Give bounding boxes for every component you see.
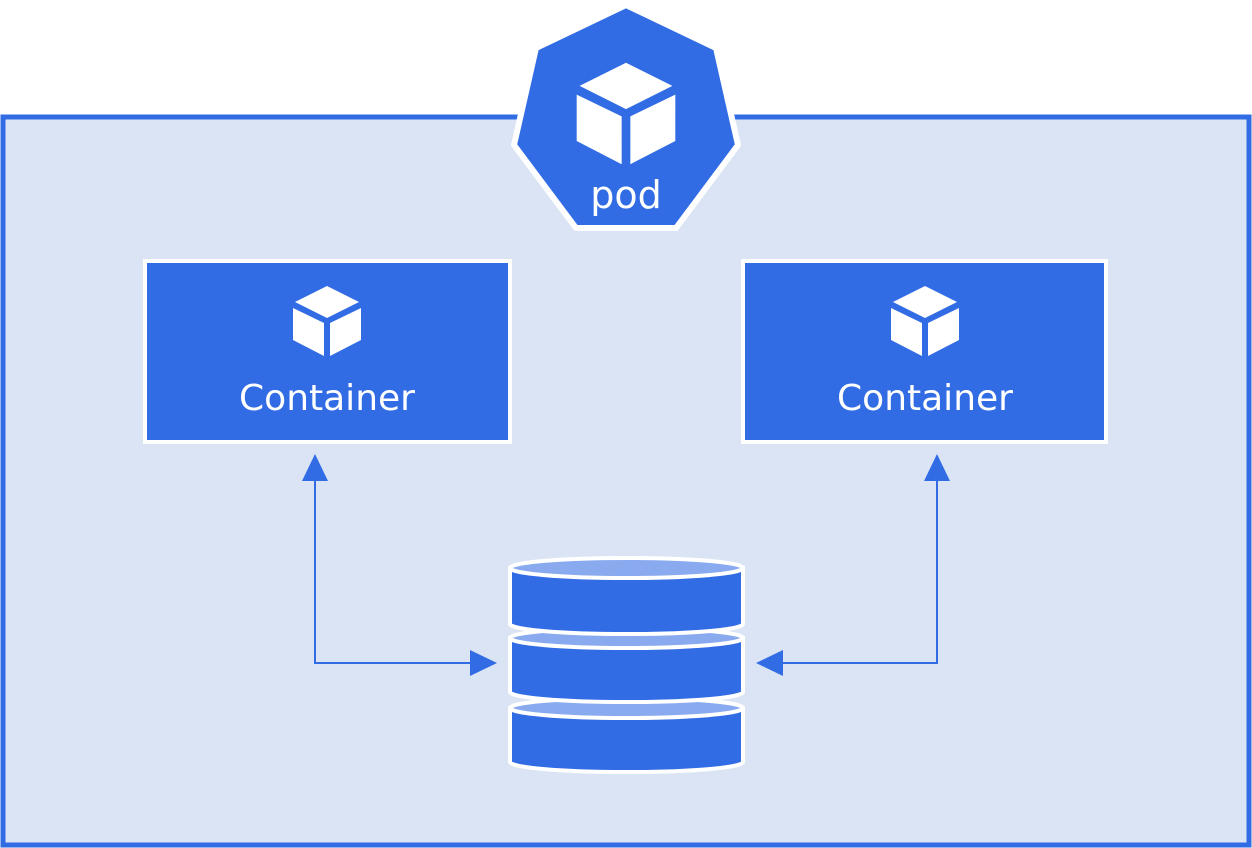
container-box-left: Container [143,259,512,444]
arrow-left-icon [756,650,783,676]
container-label-left: Container [239,378,415,419]
database-icon [508,556,745,775]
container-box-right: Container [741,259,1108,444]
arrow-right-icon [470,650,497,676]
pod-badge: pod [511,2,741,231]
connector-left [302,454,497,676]
container-label-right: Container [837,378,1013,419]
connector-right [756,454,950,676]
arrow-up-icon [924,454,950,481]
arrow-up-icon [302,454,328,481]
pod-label: pod [590,173,662,217]
